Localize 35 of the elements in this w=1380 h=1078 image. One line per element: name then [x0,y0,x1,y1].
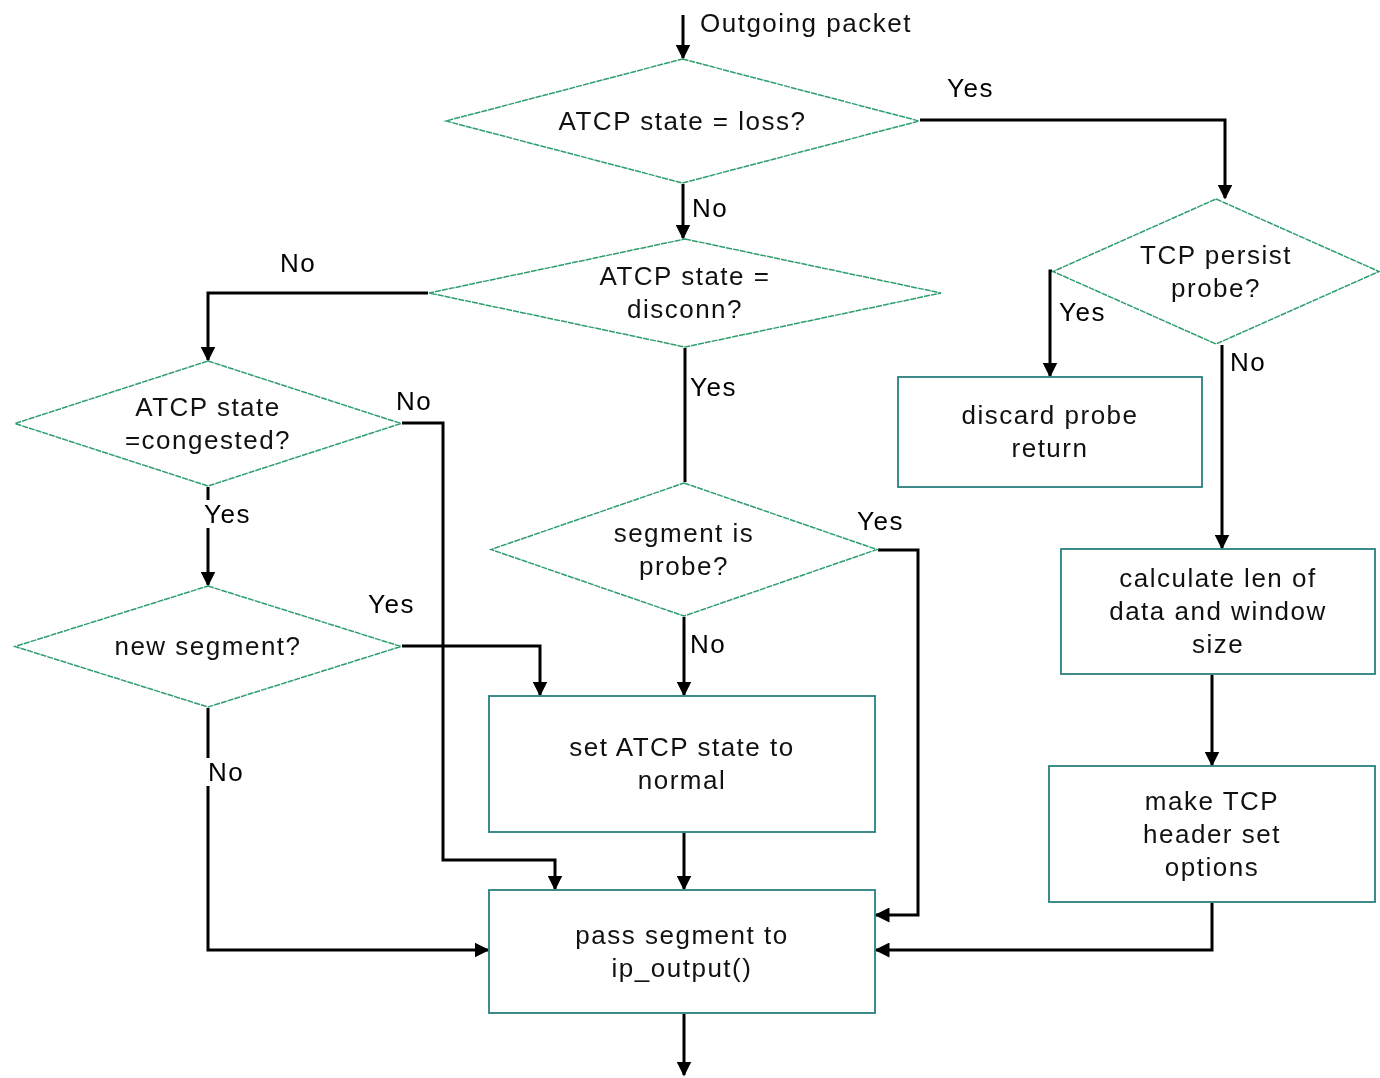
node-text: ATCP state = disconn? [598,260,772,326]
node-text: set ATCP state to normal [568,731,796,797]
arrow [1042,269,1058,378]
decision-diamond [1052,198,1380,345]
process-box [488,695,876,833]
start-label: Outgoing packet [700,6,912,40]
node-text: TCP persist probe? [1139,238,1293,305]
node-text: ATCP state = loss? [558,104,807,138]
arrow [402,421,563,891]
arrow [675,184,691,240]
arrow [676,1014,692,1077]
process-box [897,376,1203,488]
arrow [874,548,920,923]
arrow [676,617,692,697]
process-box [1060,548,1376,675]
decision-diamond [428,238,942,348]
arrow [200,291,428,362]
arrow [402,644,548,697]
node-text: ATCP state =congested? [123,390,293,457]
node-text: segment is probe? [612,516,756,583]
arrow [675,15,691,60]
arrow [676,833,692,891]
arrow [874,903,1214,958]
node-text: calculate len of data and window size [1108,562,1328,661]
arrow [206,708,490,958]
node-text: discard probe return [960,399,1140,465]
arrow [1214,345,1230,550]
decision-diamond [445,58,920,184]
process-box [488,889,876,1014]
node-text: make TCP header set options [1142,784,1282,884]
node-text: pass segment to ip_output() [574,918,790,985]
arrow [920,118,1233,200]
node-text: new segment? [114,630,302,663]
arrow [1204,675,1220,767]
process-box [1048,765,1376,903]
